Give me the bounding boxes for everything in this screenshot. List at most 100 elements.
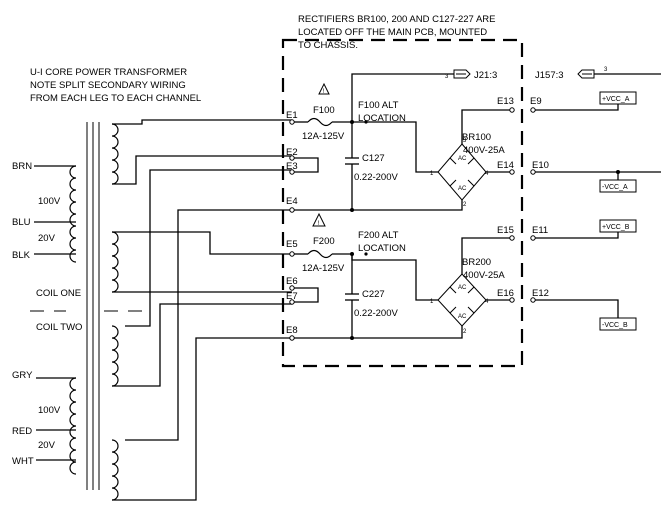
fuse-f100-rating: 12A-125V <box>302 131 345 142</box>
warning-mark-f100: ! <box>323 89 325 95</box>
wire-coil3-bot-e6 <box>112 303 292 387</box>
output-vcc-b-neg: -VCC_B <box>599 317 637 331</box>
br100-label: BR100 <box>462 132 491 143</box>
br200-ac-top: AC <box>458 285 467 291</box>
br100-pin-1: 1 <box>430 171 434 177</box>
terminal-e10 <box>530 169 536 175</box>
bridge-br100: AC AC 1 2 3 4 <box>430 138 489 208</box>
lead-blu-label: BLU <box>12 217 31 228</box>
wire-coil4-bot-e8 <box>112 337 292 501</box>
br200-pin-1: 1 <box>430 299 434 305</box>
terminal-e8 <box>289 335 295 341</box>
cap-c227-label: C227 <box>362 289 385 300</box>
lead-red-label: RED <box>12 426 32 437</box>
terminal-e16 <box>509 297 515 303</box>
terminal-e12 <box>530 297 536 303</box>
terminal-e7 <box>289 299 295 305</box>
wire-coil1-top-e1 <box>112 119 292 125</box>
rectifier-note-line-1: RECTIFIERS BR100, 200 AND C127-227 ARE <box>298 14 495 25</box>
output-vcc-a-pos: +VCC_A <box>599 91 637 105</box>
wire-j21-a <box>351 73 454 122</box>
terminal-e6 <box>289 285 295 291</box>
fuse-f100-label: F100 <box>313 105 335 116</box>
bridge-br200-body <box>437 273 487 327</box>
transformer-note-line-2: NOTE SPLIT SECONDARY WIRING <box>30 80 186 91</box>
br200-pin-4: 4 <box>485 299 489 305</box>
secondary-coil-3 <box>111 325 119 387</box>
fuse-f200-label: F200 <box>313 236 335 247</box>
fuse-f200-rating: 12A-125V <box>302 263 345 274</box>
terminal-e11-label: E11 <box>532 225 548 236</box>
cap-c127-value: 0.22-200V <box>354 172 399 183</box>
terminal-e15 <box>509 235 515 241</box>
terminal-e8-label: E8 <box>286 325 298 336</box>
terminal-e7-label: E7 <box>286 291 298 302</box>
lead-gry-label: GRY <box>12 370 33 381</box>
terminals-outer-right: E9 E10 E11 E12 <box>530 96 549 303</box>
connector-j157-label: J157:3 <box>535 70 564 81</box>
node-b-bottom <box>350 336 354 340</box>
terminal-e13 <box>509 107 515 113</box>
output-vcc-b-neg-label: -VCC_B <box>602 322 628 329</box>
cap-c227-value: 0.22-200V <box>354 308 399 319</box>
warning-triangle-f200: ! <box>312 212 326 227</box>
terminal-e2 <box>289 155 295 161</box>
terminal-e13-label: E13 <box>497 96 514 107</box>
connector-j21: 3 J21:3 <box>445 69 497 81</box>
output-vcc-b-pos: +VCC_B <box>599 219 637 233</box>
terminal-e1-label: E1 <box>286 110 298 121</box>
terminal-e5 <box>289 251 295 257</box>
terminal-e1 <box>289 119 295 125</box>
chassis-boundary <box>281 38 524 368</box>
terminal-e14 <box>509 169 515 175</box>
secondary-coil-1 <box>111 123 119 185</box>
br100-pin-4: 4 <box>485 171 489 177</box>
warning-mark-f200: ! <box>318 221 320 227</box>
tap-100v-bottom-label: 100V <box>38 405 61 416</box>
terminal-e12-label: E12 <box>532 288 549 299</box>
wire-coil3-top-e2 <box>125 169 292 327</box>
tap-20v-bottom-label: 20V <box>38 440 56 451</box>
transformer-core <box>86 122 100 490</box>
wire-coil2-top-e5 <box>112 231 292 255</box>
wire-e12-vcc-b-neg <box>535 299 619 318</box>
secondary-coil-4 <box>111 439 119 501</box>
node-b-alt <box>364 252 368 256</box>
wire-coil1-bot-e3 <box>112 155 292 185</box>
terminal-e4-label: E4 <box>286 196 298 207</box>
wire-e8-bus-b <box>294 326 463 339</box>
coil-two-label: COIL TWO <box>36 322 82 333</box>
terminals-left: E1 E2 E3 E4 E5 E6 E7 E8 <box>286 110 298 341</box>
primary-coil-top <box>69 165 77 263</box>
bridge-br100-diodes <box>449 157 475 187</box>
br100-pin-3: 3 <box>463 138 467 144</box>
tap-100v-top-label: 100V <box>38 196 61 207</box>
br100-pin-2: 2 <box>463 202 467 208</box>
wire-br200-pos <box>461 237 512 274</box>
connector-j21-pin: 3 <box>445 74 449 80</box>
br200-label: BR200 <box>462 257 491 268</box>
jumper-e6-e7 <box>294 287 319 303</box>
terminal-e10-label: E10 <box>532 160 549 171</box>
secondary-coil-2 <box>111 231 119 293</box>
wire-fuse-bridge-a <box>332 121 438 173</box>
terminal-e4 <box>289 207 295 213</box>
output-vcc-b-pos-label: +VCC_B <box>602 224 630 231</box>
terminal-e15-label: E15 <box>497 225 514 236</box>
bridge-br100-body <box>437 143 487 201</box>
br200-rating: 400V-25A <box>463 270 505 281</box>
output-vcc-a-neg-label: -VCC_A <box>602 184 628 191</box>
br100-rating: 400V-25A <box>463 145 505 156</box>
br100-ac-top: AC <box>458 156 467 162</box>
terminal-e9 <box>530 107 536 113</box>
lead-brn-label: BRN <box>12 161 32 172</box>
terminal-e3-label: E3 <box>286 161 298 172</box>
rectifier-location-note: RECTIFIERS BR100, 200 AND C127-227 ARE L… <box>298 14 495 51</box>
transformer-note-line-3: FROM EACH LEG TO EACH CHANNEL <box>30 93 201 104</box>
node-a-bottom <box>350 208 354 212</box>
output-vcc-a-pos-label: +VCC_A <box>602 96 630 103</box>
terminal-e11 <box>530 235 536 241</box>
rectifier-note-line-3: TO CHASSIS. <box>298 40 358 51</box>
terminal-e3 <box>289 169 295 175</box>
